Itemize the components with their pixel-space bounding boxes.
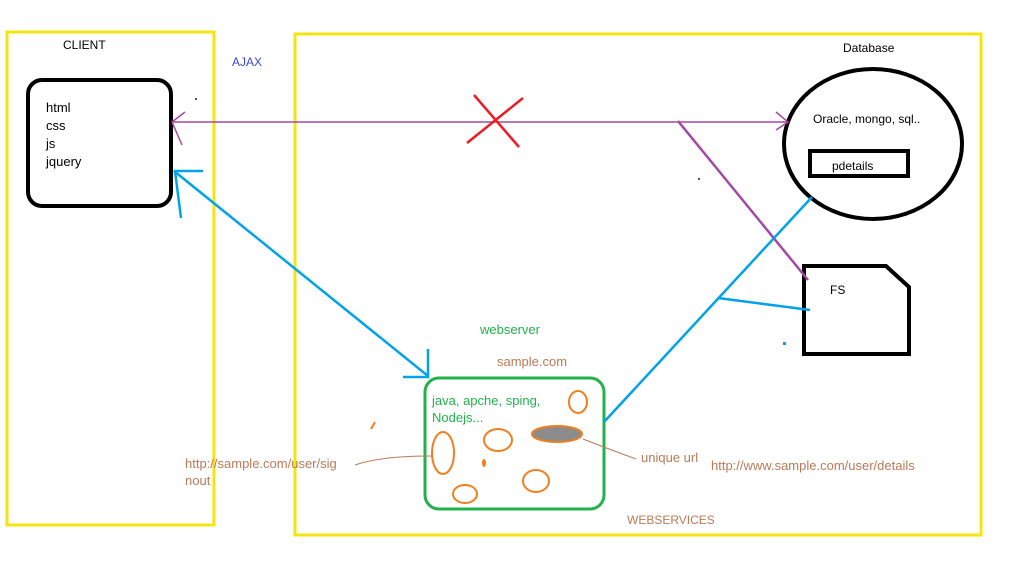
service-oval-4 bbox=[482, 459, 486, 467]
client-title: CLIENT bbox=[63, 38, 106, 52]
signout-callout-line bbox=[354, 455, 433, 466]
webserver-stack-line2: Nodejs... bbox=[432, 410, 484, 425]
tech-js: js bbox=[46, 136, 56, 151]
webserver-title: webserver bbox=[480, 322, 540, 337]
red-cross-a bbox=[473, 94, 520, 148]
orange-mark bbox=[370, 421, 376, 430]
tech-css: css bbox=[46, 118, 66, 133]
client-frame bbox=[5, 30, 216, 527]
service-oval-2 bbox=[483, 428, 513, 452]
ajax-arrowhead-right bbox=[775, 111, 790, 131]
ajax-arrowhead-left bbox=[171, 111, 186, 146]
service-oval-6 bbox=[452, 484, 478, 504]
details-url-label: http://www.sample.com/user/details bbox=[711, 458, 915, 473]
signout-url-line2: nout bbox=[185, 473, 211, 488]
database-title: Database bbox=[843, 41, 895, 55]
webserver-box bbox=[423, 376, 606, 511]
webserver-stack-line1: java, apche, sping, bbox=[432, 393, 541, 408]
client-box bbox=[26, 78, 173, 208]
tech-jquery: jquery bbox=[46, 154, 82, 169]
server-frame bbox=[293, 32, 983, 537]
fs-label: FS bbox=[830, 283, 846, 297]
database-engines: Oracle, mongo, sql.. bbox=[813, 112, 921, 126]
service-oval-unique bbox=[531, 425, 583, 443]
pdetails-box bbox=[808, 149, 910, 178]
pdetails-label: pdetails bbox=[832, 159, 874, 173]
tech-html: html bbox=[46, 100, 71, 115]
fs-box bbox=[802, 264, 911, 356]
webserver-domain: sample.com bbox=[497, 354, 568, 369]
signout-url-line1: http://sample.com/user/sig bbox=[185, 456, 337, 471]
database-ellipse bbox=[782, 67, 964, 221]
unique-url-callout-line bbox=[582, 438, 637, 460]
webserver-fs-line bbox=[717, 296, 811, 312]
purple-line-to-fs bbox=[677, 120, 809, 281]
webserver-arrowhead bbox=[403, 349, 430, 379]
client-webserver-arrow bbox=[173, 170, 429, 377]
blue-dot bbox=[783, 342, 786, 345]
red-cross-b bbox=[466, 97, 524, 144]
service-oval-3 bbox=[431, 431, 455, 475]
unique-url-label: unique url bbox=[641, 450, 699, 465]
ajax-label: AJAX bbox=[232, 55, 263, 69]
client-tech-list: html css js jquery bbox=[46, 99, 81, 171]
speck-2 bbox=[698, 178, 700, 180]
webserver-database-line bbox=[603, 196, 813, 423]
webservices-label: WEBSERVICES bbox=[627, 513, 715, 527]
service-oval-1 bbox=[568, 390, 588, 414]
speck-1 bbox=[195, 98, 197, 100]
client-arrowhead bbox=[173, 169, 203, 219]
service-oval-5 bbox=[522, 469, 550, 493]
